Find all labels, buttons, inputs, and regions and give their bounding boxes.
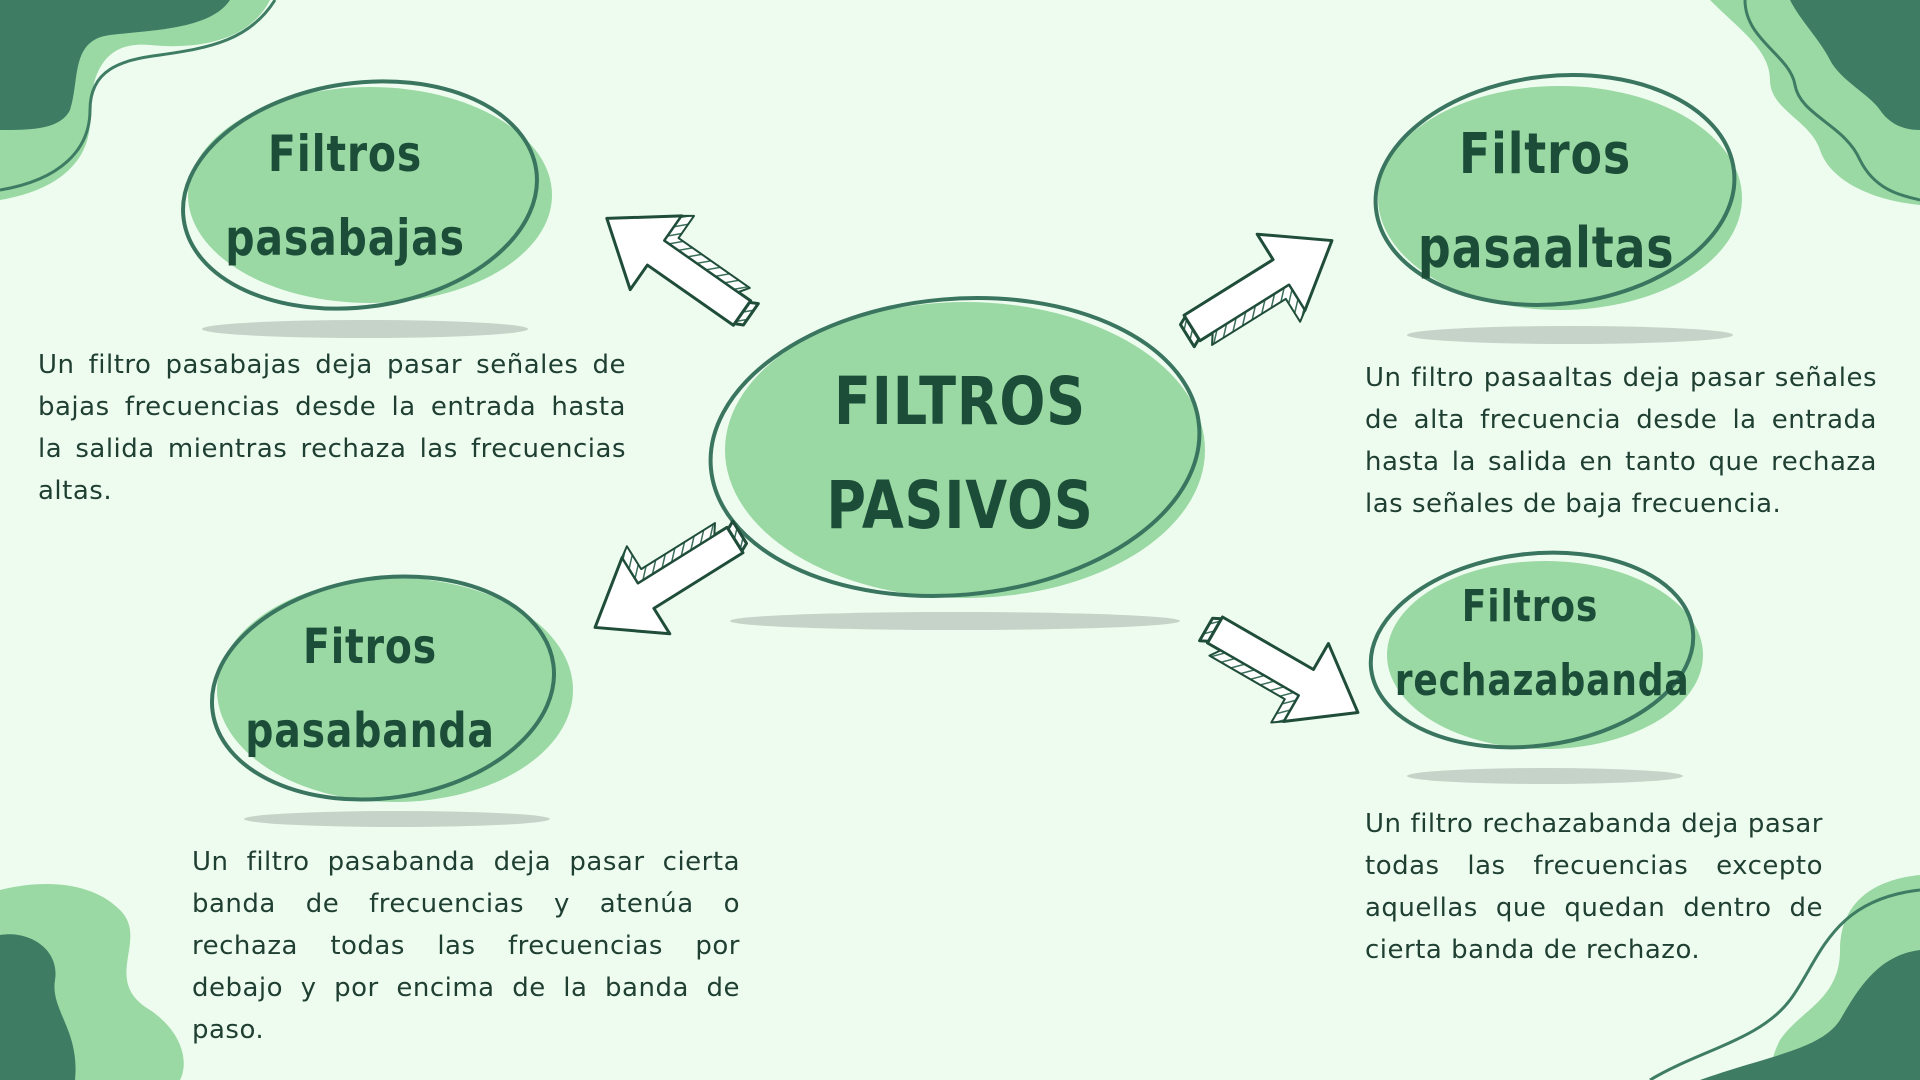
title-pasabanda-line1: Fitros: [303, 619, 437, 675]
title-pasabajas-line1: Filtros: [267, 125, 423, 183]
title-pasabanda-line2: pasabanda: [245, 703, 495, 759]
description-pasabanda: Un filtro pasabanda deja pasar cierta ba…: [192, 847, 740, 1045]
corner-wave-top-right: [1710, 0, 1920, 205]
title-pasabajas: Filtros pasabajas: [218, 112, 472, 280]
title-rechazabanda-line1: Filtros: [1461, 581, 1599, 632]
title-pasabajas-line2: pasabajas: [225, 209, 465, 267]
arrow-to-pasabanda: [593, 519, 749, 636]
title-center: FILTROS PASIVOS: [812, 350, 1107, 558]
title-center-line2: PASIVOS: [826, 467, 1094, 544]
arrow-to-pasabajas: [605, 214, 760, 327]
arrow-to-rechazabanda: [1198, 615, 1360, 724]
shadow-rechazabanda: [1407, 768, 1683, 784]
bubble-pasaaltas: [1373, 73, 1742, 310]
shadow-pasaaltas: [1407, 326, 1733, 344]
description-pasabajas: Un filtro pasabajas deja pasar señales d…: [38, 350, 626, 506]
title-rechazabanda-line2: rechazabanda: [1394, 655, 1690, 706]
arrow-to-pasaaltas: [1178, 232, 1334, 349]
bubble-pasabanda: [209, 574, 573, 802]
shadow-pasabajas: [202, 320, 528, 338]
description-rechazabanda: Un filtro rechazabanda deja pasar todas …: [1365, 809, 1823, 965]
corner-wave-bottom-right: [1649, 875, 1920, 1080]
title-pasabanda: Fitros pasabanda: [243, 605, 497, 773]
corner-wave-bottom-left: [0, 884, 184, 1080]
title-pasaaltas-line2: pasaaltas: [1417, 216, 1675, 281]
bubble-center: [708, 296, 1205, 598]
title-center-line1: FILTROS: [834, 363, 1086, 440]
title-pasaaltas-line1: Filtros: [1458, 122, 1632, 187]
title-pasaaltas: Filtros pasaaltas: [1417, 108, 1675, 296]
bubble-pasabajas: [181, 79, 552, 311]
description-pasaaltas: Un filtro pasaaltas deja pasar señales d…: [1365, 363, 1877, 519]
bubble-rechazabanda: [1368, 550, 1703, 750]
title-rechazabanda: Filtros rechazabanda: [1394, 570, 1690, 718]
corner-wave-top-left: [0, 0, 277, 200]
shadow-center: [730, 612, 1180, 630]
shadow-pasabanda: [244, 811, 550, 827]
